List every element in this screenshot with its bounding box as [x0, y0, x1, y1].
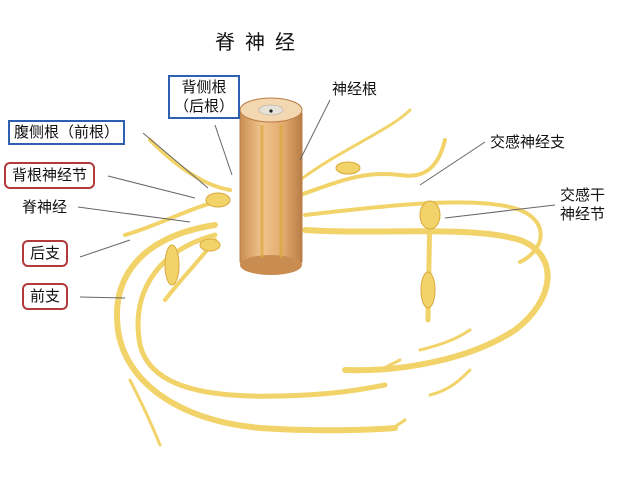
spinal-cord [239, 97, 303, 275]
diagram-title: 脊神经 [215, 30, 305, 54]
ventral-root-label: 腹侧根（前根） [8, 120, 126, 145]
ganglia [164, 161, 441, 309]
spinal-nerve-label: 脊神经 [22, 198, 68, 216]
sympathetic-trunk-label-line1: 交感干 [560, 186, 606, 204]
sympathetic-branch-label: 交感神经支 [490, 133, 566, 151]
nerve-fibers [114, 108, 551, 447]
nerve-root-label: 神经根 [332, 80, 378, 98]
sympathetic-trunk-label-line2: 神经节 [560, 204, 606, 223]
sympathetic-trunk-label: 交感干 神经节 [560, 186, 605, 224]
posterior-ramus-label: 后支 [22, 240, 69, 267]
dorsal-root-label: 背侧根 （后根） [168, 75, 241, 119]
leader-lines [77, 99, 556, 299]
anterior-ramus-label: 前支 [22, 283, 69, 310]
dorsal-root-label-line2: （后根） [174, 96, 235, 115]
dorsal-root-ganglion-label: 背根神经节 [4, 162, 96, 189]
dorsal-root-label-line1: 背侧根 [181, 78, 227, 96]
